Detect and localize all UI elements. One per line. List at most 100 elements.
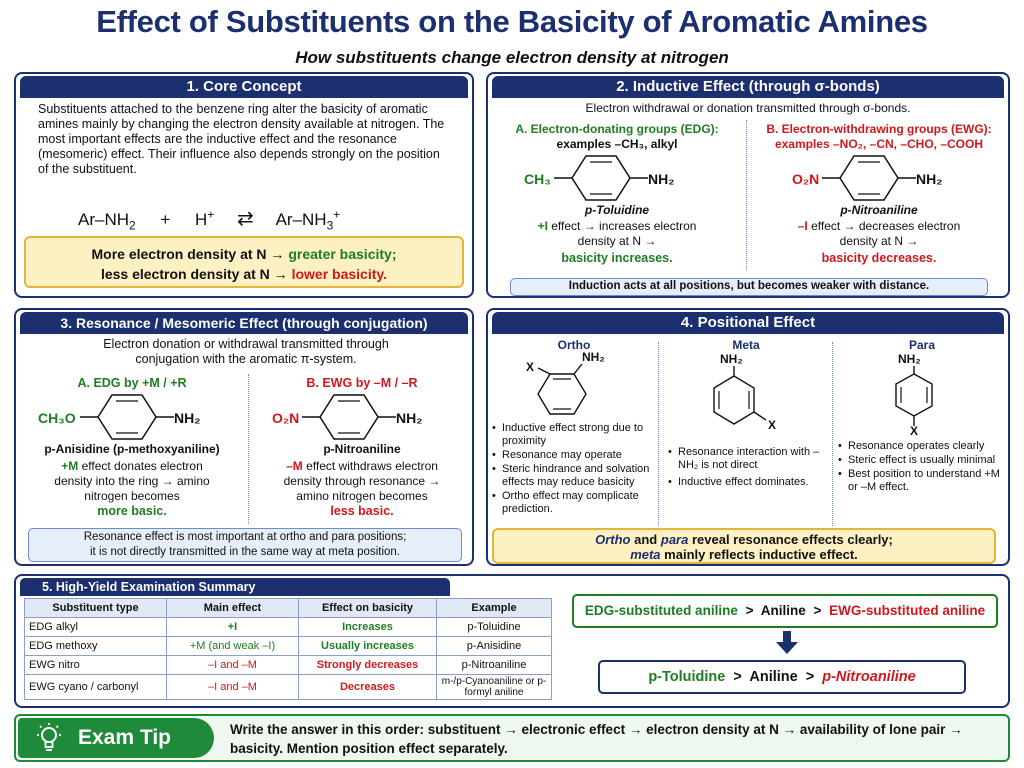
res-edg-structure: CH₃O NH₂: [20, 392, 244, 442]
resonance-note-line2: it is not directly transmitted in the sa…: [90, 546, 400, 558]
arrow-down-icon: [776, 631, 798, 654]
core-concept-heading: 1. Core Concept: [20, 76, 468, 98]
edg-column: A. Electron-donating groups (EDG): examp…: [492, 122, 742, 265]
para-points: Resonance operates clearly Steric effect…: [838, 440, 1006, 494]
ortho-point: Inductive effect strong due to proximity: [492, 422, 656, 448]
meta-points: Resonance interaction with –NH₂ is not d…: [664, 446, 828, 489]
order-gt: >: [805, 669, 815, 685]
resonance-heading: 3. Resonance / Mesomeric Effect (through…: [20, 312, 468, 334]
eq-right: Ar–NH: [275, 210, 327, 229]
meta-column: Meta NH₂ X Resonance interaction with –N…: [664, 338, 828, 490]
res-edg-effect: +M effect donates electron density into …: [42, 459, 222, 504]
cell: p-Toluidine: [436, 617, 552, 637]
table-row: EWG cyano / carbonyl –I and –M Decreases…: [24, 674, 552, 700]
cell: EDG alkyl: [24, 617, 167, 637]
res-ewg-title: B. EWG by –M / –R: [306, 376, 418, 390]
edg-effect-sign: +I: [537, 219, 548, 233]
order-nitroaniline: p-Nitroaniline: [822, 669, 916, 685]
positional-summary-box: Ortho and para reveal resonance effects …: [492, 528, 996, 564]
core-box-line2b: lower basicity.: [291, 266, 388, 282]
ewg-compound-name: p-Nitroaniline: [840, 203, 918, 217]
res-edg-column: A. EDG by +M / +R CH₃O NH₂ p-Anisidine (…: [20, 376, 244, 518]
page-title: Effect of Substituents on the Basicity o…: [96, 4, 928, 39]
edg-title: A. Electron-donating groups (EDG):: [515, 122, 719, 136]
res-ewg-column: B. EWG by –M / –R O₂N NH₂ p-Nitroaniline…: [252, 376, 472, 518]
eq-proton: H: [195, 210, 208, 229]
para-x: X: [910, 424, 919, 438]
ewg-column: B. Electron-withdrawing groups (EWG): ex…: [750, 122, 1008, 265]
res-ewg-result: less basic.: [330, 504, 394, 518]
inductive-divider: [746, 120, 747, 270]
exam-tip-label: Exam Tip: [78, 726, 171, 749]
cell: Increases: [298, 617, 437, 637]
col-effect-basicity: Effect on basicity: [298, 598, 437, 618]
pos-sum-and: and: [634, 532, 658, 547]
col-main-effect: Main effect: [166, 598, 299, 618]
pos-sum-text2: mainly reflects inductive effect.: [664, 547, 858, 562]
order-ewg: EWG-substituted aniline: [829, 603, 986, 618]
ortho-title: Ortho: [557, 338, 591, 352]
eq-left: Ar–NH: [78, 210, 130, 229]
order-gt: >: [813, 603, 822, 618]
pos-sum-ortho: Ortho: [595, 532, 631, 547]
res-ewg-effect-sign: –M: [286, 459, 303, 473]
edg-compound-name: p-Toluidine: [584, 203, 650, 217]
order-gt: >: [745, 603, 754, 618]
core-summary-box: More electron density at N → greater bas…: [24, 236, 464, 288]
cell: Usually increases: [298, 636, 437, 656]
res-ewg-compound-name: p-Nitroaniline: [323, 442, 401, 456]
order-edg: EDG-substituted aniline: [584, 603, 738, 618]
para-ring-icon: [895, 366, 933, 426]
order-gt: >: [733, 669, 742, 685]
core-box-line1b: greater basicity;: [288, 246, 397, 262]
ortho-amine: NH₂: [582, 350, 605, 364]
ortho-structure: X NH₂: [492, 350, 656, 418]
para-column: Para NH₂ X Resonance operates clearly St…: [838, 338, 1006, 495]
ortho-ring-icon: [537, 364, 587, 415]
ewg-structure: O₂N NH₂: [750, 153, 1008, 203]
edg-effect: +I effect → increases electron density a…: [527, 219, 707, 249]
table-row: EDG methoxy +M (and weak –I) Usually inc…: [24, 636, 552, 656]
inductive-note: Induction acts at all positions, but bec…: [510, 278, 988, 296]
ewg-effect-text: effect → decreases electron density at N…: [811, 219, 961, 248]
ortho-point: Resonance may operate: [492, 449, 656, 462]
edg-structure: CH₃ NH₂: [492, 153, 742, 203]
ewg-amine: NH₂: [916, 171, 943, 187]
res-edg-title: A. EDG by +M / +R: [77, 376, 187, 390]
edg-result: basicity increases.: [561, 251, 673, 265]
ewg-effect-sign: –I: [797, 219, 808, 233]
cell: +I: [166, 617, 299, 637]
ortho-column: Ortho X NH₂ Inductive effect strong due …: [492, 338, 656, 517]
table-row: EWG nitro –I and –M Strongly decreases p…: [24, 655, 552, 675]
ortho-x: X: [526, 360, 535, 374]
summary-heading: 5. High-Yield Examination Summary: [20, 578, 450, 596]
edg-amine: NH₂: [648, 171, 675, 187]
summary-header-row: Substituent type Main effect Effect on b…: [24, 598, 552, 618]
cell: EDG methoxy: [24, 636, 167, 656]
res-ewg-amine: NH₂: [396, 410, 423, 426]
res-ewg-structure: O₂N NH₂: [252, 392, 472, 442]
meta-point: Resonance interaction with –NH₂ is not d…: [668, 446, 828, 472]
edg-substituent: CH₃: [524, 171, 551, 187]
order-aniline: Aniline: [760, 603, 806, 618]
inductive-heading: 2. Inductive Effect (through σ-bonds): [492, 76, 1004, 98]
core-concept-panel: 1. Core Concept Substituents attached to…: [14, 72, 474, 298]
res-edg-effect-sign: +M: [61, 459, 79, 473]
benzene-ring-icon: [302, 394, 396, 440]
cell: m-/p-Cyanoaniline or p-formyl aniline: [436, 674, 552, 700]
resonance-note-line1: Resonance effect is most important at or…: [83, 531, 407, 543]
para-amine: NH₂: [898, 352, 921, 366]
eq-equilibrium-arrow: ⇄: [237, 208, 254, 230]
cell: Strongly decreases: [298, 655, 437, 675]
ewg-title: B. Electron-withdrawing groups (EWG):: [766, 122, 992, 136]
para-structure: NH₂ X: [838, 352, 1006, 438]
meta-point: Inductive effect dominates.: [668, 476, 828, 489]
lightbulb-icon: [37, 723, 61, 751]
ewg-effect: –I effect → decreases electron density a…: [789, 219, 969, 249]
positional-heading: 4. Positional Effect: [492, 312, 1004, 334]
order-box-general: EDG-substituted aniline > Aniline > EWG-…: [572, 594, 998, 628]
positional-divider-1: [658, 342, 659, 526]
cell: p-Anisidine: [436, 636, 552, 656]
order-toluidine: p-Toluidine: [648, 669, 726, 685]
inductive-intro: Electron withdrawal or donation transmit…: [585, 101, 911, 115]
